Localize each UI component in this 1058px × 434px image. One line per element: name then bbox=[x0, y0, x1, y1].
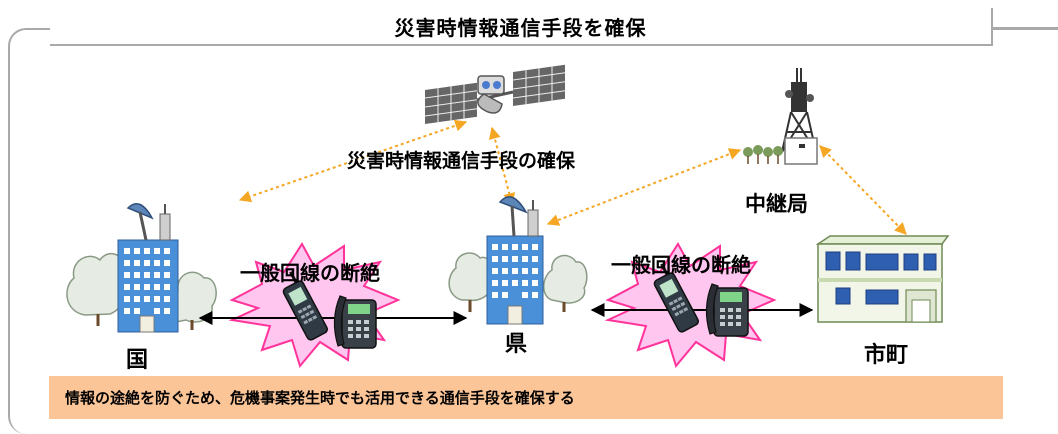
mobile-phone-icon bbox=[282, 271, 328, 341]
desk-phone-icon bbox=[705, 283, 749, 337]
line-cut-label: 一般回線の断絶 bbox=[611, 253, 751, 277]
radio-tower-icon bbox=[743, 68, 818, 165]
center-label: 災害時情報通信手段の確保 bbox=[347, 150, 576, 172]
relay-station-label: 中継局 bbox=[745, 192, 808, 216]
parabolic-antenna-icon bbox=[498, 196, 539, 237]
mobile-phone-icon bbox=[653, 263, 699, 333]
satellite-icon bbox=[425, 64, 565, 124]
summary-banner: 情報の途絶を防ぐため、危機事案発生時でも活用できる通信手段を確保する bbox=[49, 376, 1003, 419]
page-title: 災害時情報通信手段を確保 bbox=[394, 15, 647, 40]
summary-banner-text: 情報の途絶を防ぐため、危機事案発生時でも活用できる通信手段を確保する bbox=[65, 389, 575, 407]
frame-top-right-line bbox=[993, 27, 1058, 29]
shicho-label: 市町 bbox=[864, 343, 909, 368]
building-shicho bbox=[815, 235, 950, 323]
tree-icon bbox=[743, 145, 783, 164]
kuni-label: 国 bbox=[126, 348, 149, 373]
wired-links bbox=[198, 303, 814, 325]
title-box: 災害時情報通信手段を確保 bbox=[50, 8, 993, 46]
parabolic-antenna-icon bbox=[126, 203, 171, 241]
building-kuni bbox=[66, 203, 217, 333]
line-cut-label: 一般回線の断絶 bbox=[240, 261, 380, 285]
desk-phone-icon bbox=[333, 295, 377, 349]
tree-icon bbox=[448, 252, 588, 312]
ken-label: 県 bbox=[505, 332, 528, 357]
building-ken bbox=[448, 196, 588, 325]
wireless-links bbox=[238, 119, 907, 235]
